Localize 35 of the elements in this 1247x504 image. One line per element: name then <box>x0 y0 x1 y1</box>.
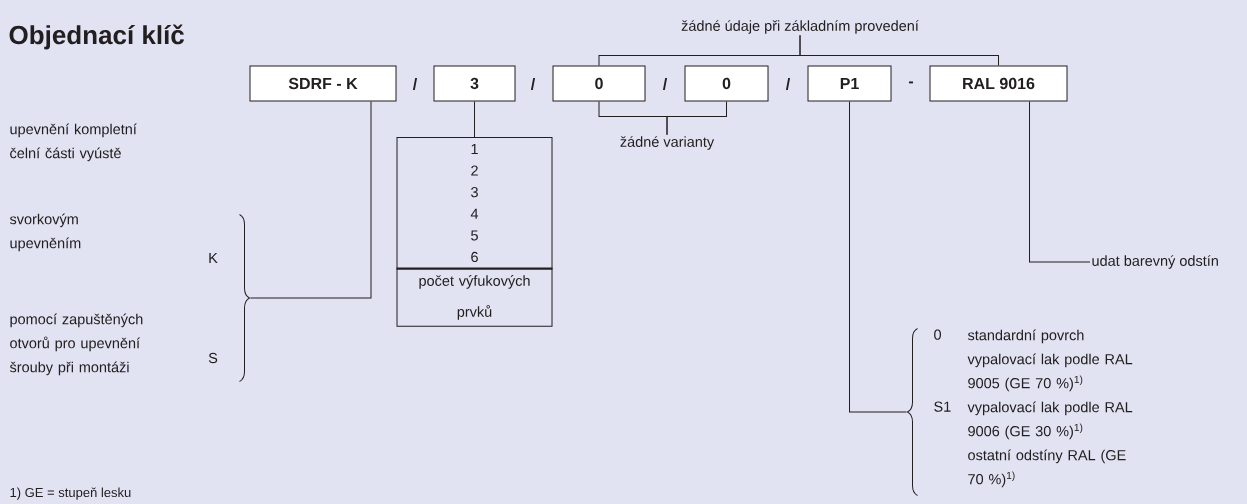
callout-text: žádné varianty <box>620 136 715 150</box>
code-box: P1 <box>807 65 892 102</box>
callout-text: udat barevný odstín <box>1092 255 1218 269</box>
code-box: SDRF - K <box>249 65 397 102</box>
option-text: standardní povrch vypalovací lak podle RAL 9005 (GE 70 %)$^{1)}$ <box>967 329 1133 392</box>
connector-line <box>1029 101 1091 263</box>
separator-symbol: - <box>908 81 914 84</box>
option-code: 0 <box>934 329 941 340</box>
callout-text: žádné údaje při základním provedení <box>681 20 919 34</box>
code-box: 0 <box>552 65 646 102</box>
option-code: S <box>208 352 218 364</box>
option-text: vypalovací lak podle RAL 9006 (GE 30 %)$^{1)}$ <box>967 401 1133 440</box>
code-box: RAL 9016 <box>929 65 1068 102</box>
connector-line <box>666 101 727 136</box>
code-box: 0 <box>684 65 769 102</box>
title: Objednací klíč <box>9 24 185 50</box>
option-text: svorkovým upevněním <box>9 213 81 252</box>
option-text: ostatní odstíny RAL (GE 70 %)$^{1)}$ <box>968 449 1126 488</box>
code-box: 3 <box>433 65 516 102</box>
option-code: K <box>209 253 218 263</box>
footnote: 1) GE = stupeň lesku <box>10 487 131 500</box>
description-text: upevnění kompletní čelní části vyústě <box>10 123 137 162</box>
option-code: S1 <box>934 401 951 412</box>
connector-line <box>849 101 907 413</box>
option-text: pomocí zapuštěných otvorů pro upevnění šrouby při montáži <box>9 313 143 376</box>
separator-symbol: / <box>662 78 668 90</box>
separator-symbol: / <box>785 78 791 90</box>
brace <box>907 328 918 496</box>
separator-symbol: / <box>412 78 418 90</box>
connector-line <box>799 34 999 66</box>
brace <box>239 214 250 382</box>
separator-symbol: / <box>530 78 536 90</box>
connector-line <box>474 101 475 138</box>
option-list-box: 1 2 3 4 5 6 počet výfukových prvků <box>396 137 553 327</box>
connector-line <box>250 101 372 299</box>
